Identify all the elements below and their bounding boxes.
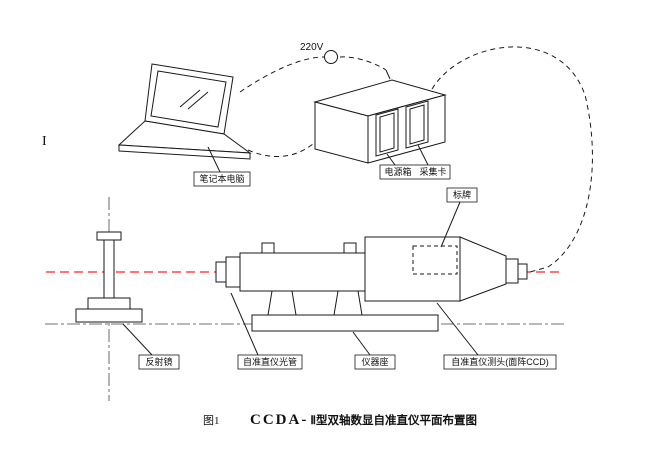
laptop [117,63,252,160]
label-text-reflector: 反射镜 [145,356,172,367]
outlet: 220V [300,42,338,64]
screen-glare-line-1 [179,89,201,108]
cables [239,46,593,273]
caption-title: CCDA-Ⅱ型双轴数显自准直仪平面布置图 [250,412,477,428]
label-text-sensor-head: 自准直仪测头(面阵CCD) [451,356,549,367]
head-tip [505,258,519,284]
power-port-outer [375,108,399,157]
label-sensor-head: 自准直仪测头(面阵CCD) [436,302,557,370]
leader-target-plate [440,201,461,248]
leader-capturecard [417,144,429,166]
power-supply-box [313,79,447,164]
label-collimator-tube: 自准直仪光管 [230,292,303,370]
mirror-base-lower [75,308,143,323]
capture-port-outer [405,100,429,149]
label-text-capturecard: 采集卡 [419,166,446,177]
instrument-base [251,314,439,332]
cable-outlet-powerbox [339,56,387,71]
stray-mark: I [42,134,47,149]
mirror-stem [103,239,115,299]
leader-reflector [122,323,153,356]
tube-end-cap [215,261,227,283]
caption-title-latin: CCDA- [250,412,308,428]
tube-support-right [333,290,363,316]
caption-figure-no: 图1 [203,414,220,427]
label-text-laptop: 笔记本电脑 [199,173,244,184]
label-text-powerbox: 电源箱 [384,166,411,177]
tube-support-left [267,290,297,316]
leader-laptop [207,146,221,173]
outlet-symbol [324,50,338,64]
label-box-powerbox [379,164,451,180]
leader-instrument-base [352,331,371,356]
label-target-plate: 标牌 [440,187,478,248]
label-text-instrument-base: 仪器座 [361,356,388,367]
label-box-laptop [193,171,251,187]
voltage-label: 220V [300,42,324,53]
reflector-mirror [75,231,143,323]
head-nose [459,236,507,302]
figure-caption: 图1 CCDA-Ⅱ型双轴数显自准直仪平面布置图 [203,412,477,428]
power-port-inner [379,112,395,153]
mirror-cap [96,231,122,241]
cable-laptop-outlet [239,56,325,93]
label-box-instrument-base [354,354,396,370]
label-laptop: 笔记本电脑 [193,146,251,187]
sensor-head [364,236,528,302]
label-powerbox: 电源箱 采集卡 [379,144,451,180]
cable-laptop-powerbox [247,129,327,158]
screen-glare-line-2 [187,91,209,110]
tube-knob-left [261,242,275,254]
label-text-target-plate: 标牌 [453,189,471,200]
laptop-screen-inner [150,70,227,128]
tube-collar [225,256,241,288]
leader-collimator-tube [230,292,259,356]
label-box-collimator-tube [237,354,303,370]
caption-title-rest: Ⅱ型双轴数显自准直仪平面布置图 [310,413,477,427]
label-box-reflector [138,354,180,370]
tube-knob-right [343,242,357,254]
collimator-tube [215,242,366,316]
label-box-sensor-head [443,354,557,370]
cable-powerbox-sensorhead [431,46,593,273]
tube-body [239,252,366,292]
label-reflector: 反射镜 [122,323,180,370]
laptop-front-edge [118,144,251,160]
leader-sensor-head [436,302,479,356]
label-text-collimator-tube: 自准直仪光管 [243,356,297,367]
capture-port-inner [409,104,425,145]
leader-powerbox [386,153,396,166]
label-instrument-base: 仪器座 [352,331,396,370]
target-plate-outline [412,245,458,275]
mirror-base-upper [87,297,131,310]
label-box-target-plate [446,187,478,203]
power-cord-plug [385,69,391,80]
head-connector [517,263,528,280]
